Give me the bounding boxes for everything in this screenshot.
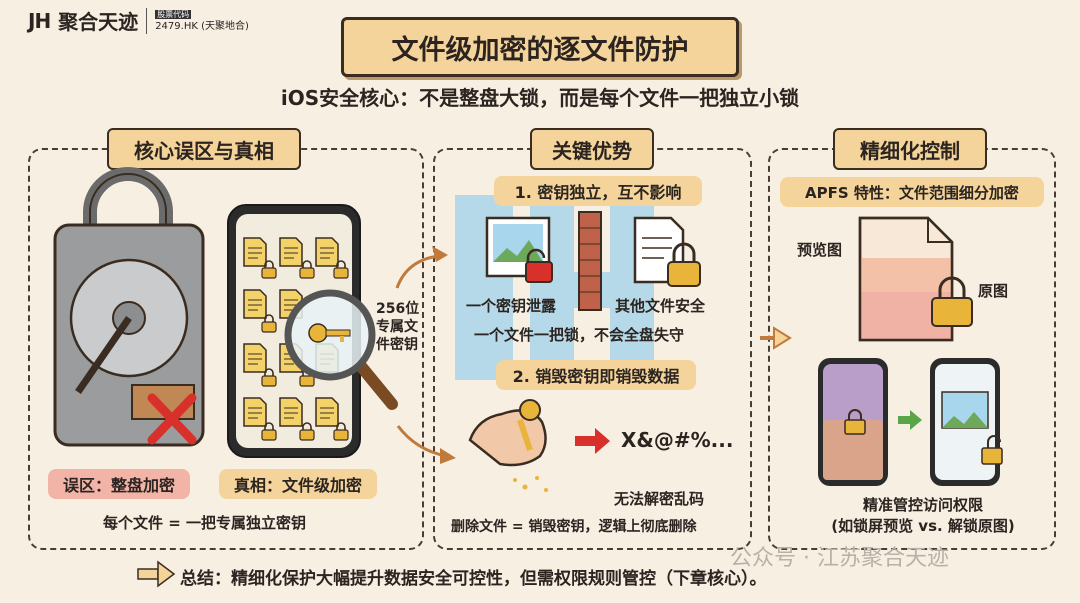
garbled-text: X&@#%... (621, 428, 734, 452)
panel-title-left: 核心误区与真相 (107, 128, 301, 170)
stock-info: 股票代码 2479.HK (天聚地合) (155, 9, 249, 33)
watermark-jh-logo (455, 195, 654, 380)
point1-caption: 一个文件一把锁，不会全盘失守 (474, 326, 685, 344)
summary-arrow-icon (137, 560, 176, 588)
point2-caption: 删除文件 = 销毁密钥，逻辑上彻底删除 (451, 519, 697, 535)
leaked-file-icon (485, 216, 553, 283)
arrow-to-point2 (396, 425, 447, 458)
hand-crush-key-icon (468, 399, 548, 492)
preview-label: 预览图 (797, 241, 843, 259)
advantage-point-1: 1. 密钥独立，互不影响 (494, 176, 702, 206)
left-caption: 每个文件 = 一把专属独立密钥 (103, 514, 307, 532)
page-title: 文件级加密的逐文件防护 (341, 17, 739, 77)
safe-label: 其他文件安全 (615, 297, 706, 315)
hard-drive-lock-icon (53, 167, 205, 447)
leak-label: 一个密钥泄露 (466, 297, 557, 315)
red-arrow-icon (575, 428, 610, 454)
brand-logo: JH 聚合天迹 股票代码 2479.HK (天聚地合) (28, 6, 249, 35)
logo-divider (146, 7, 148, 34)
key-length-label: 256位 专属文 件密钥 (376, 301, 420, 353)
stock-code: 2479.HK (天聚地合) (155, 20, 249, 32)
right-caption-1: 精准管控访问权限 (862, 496, 983, 514)
page-subtitle: iOS安全核心：不是整盘大锁，而是每个文件一把独立小锁 (280, 86, 800, 110)
layered-file-icon (858, 216, 973, 342)
arrow-to-point1 (395, 254, 440, 289)
summary-text: 总结：精细化保护大幅提升数据安全可控性，但需权限规则管控（下章核心）。 (180, 569, 767, 589)
logo-mark: JH (28, 8, 51, 33)
unlocked-original-phone-icon (930, 358, 1003, 486)
red-x-icon (147, 393, 197, 445)
magnifier-key-icon (284, 289, 398, 410)
locked-preview-phone-icon (818, 358, 888, 486)
panel-title-right: 精细化控制 (833, 128, 987, 170)
myth-label: 误区：整盘加密 (48, 469, 190, 499)
brick-wall-icon (578, 211, 602, 311)
logo-name: 聚合天迹 (58, 10, 139, 34)
right-caption-2: (如锁屏预览 vs. 解锁原图) (831, 517, 1015, 535)
original-label: 原图 (978, 282, 1009, 300)
wechat-watermark: 公众号 · 江苏聚合天迹 (730, 546, 949, 571)
garbled-caption: 无法解密乱码 (614, 490, 705, 508)
green-arrow-icon (898, 410, 922, 430)
advantage-point-2: 2. 销毁密钥即销毁数据 (496, 360, 696, 390)
safe-file-lock-icon (633, 216, 701, 287)
stock-tag: 股票代码 (155, 9, 192, 19)
panel-title-middle: 关键优势 (530, 128, 654, 170)
truth-label: 真相：文件级加密 (219, 469, 377, 499)
apfs-label: APFS 特性：文件范围细分加密 (780, 177, 1044, 207)
